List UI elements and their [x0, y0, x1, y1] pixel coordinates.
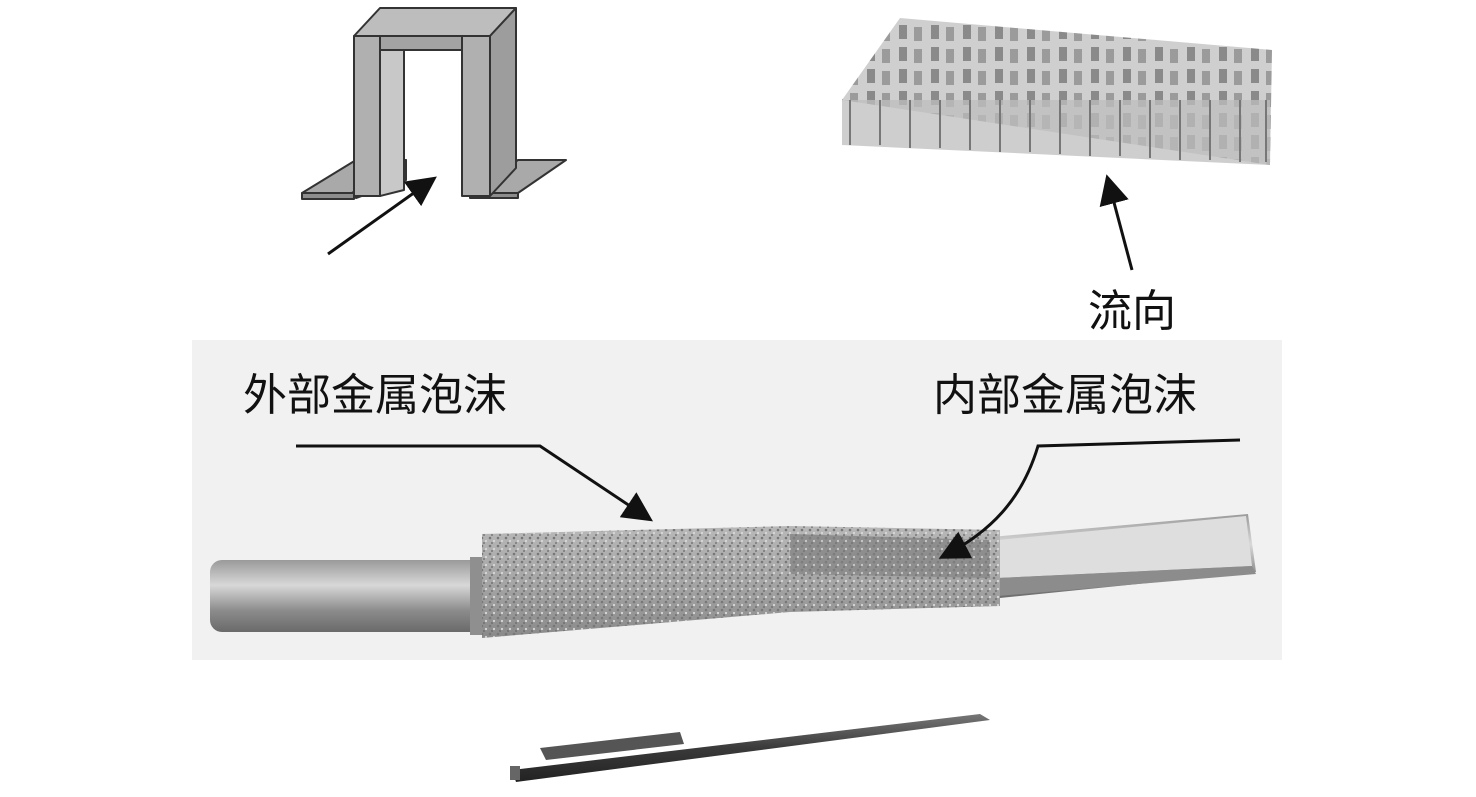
- inner-metal-foam-label: 内部金属泡沫: [933, 370, 1197, 421]
- outer-metal-foam-label: 外部金属泡沫: [243, 370, 507, 421]
- outer-foam-leader: [296, 444, 653, 522]
- flow-arrow-left: [327, 176, 437, 256]
- u-channel-fin-drawing: [301, 7, 567, 200]
- flow-arrow-right: [1099, 174, 1134, 271]
- offset-strip-fin-array: [842, 18, 1272, 165]
- flow-direction-label: 流向: [1088, 286, 1176, 337]
- pen-photo: [510, 714, 990, 782]
- inner-foam-leader: [938, 438, 1241, 559]
